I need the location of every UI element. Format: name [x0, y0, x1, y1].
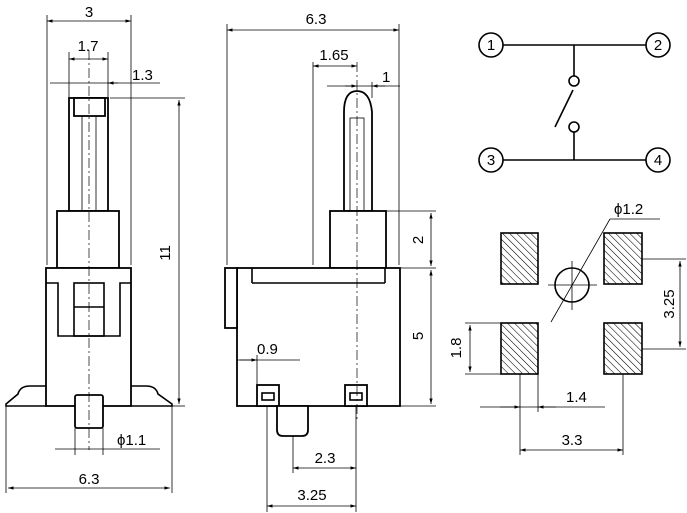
footprint-pad-bottom-right [603, 322, 643, 375]
side-dim-peg: ϕ1.1 [117, 432, 146, 449]
pin-1-label: 1 [487, 37, 495, 54]
side-view: 3 1.7 1.3 11 ϕ1.1 6.3 [5, 4, 185, 493]
front-dim-upper-height: 2 [410, 236, 427, 244]
front-leg-left [256, 384, 280, 407]
pin-2-label: 2 [654, 37, 662, 54]
front-view: 6.3 1.65 1 2 5 0.9 2.3 3.25 [224, 11, 436, 512]
side-dim-tip: 1.3 [132, 67, 153, 84]
side-dim-actuator-width: 1.7 [78, 38, 99, 55]
side-right-lead [131, 385, 173, 407]
schematic-contact-bottom [568, 121, 580, 133]
schematic-contact-top [568, 75, 580, 87]
side-actuator-tip [73, 97, 106, 117]
front-left-flange [224, 267, 238, 329]
side-left-lead [5, 385, 46, 407]
pin-3: 3 [478, 147, 504, 173]
pcb-footprint: ϕ1.2 3.25 1.8 1.4 3.3 [448, 201, 686, 455]
front-locating-peg [276, 405, 309, 437]
front-leg-left-hole [261, 392, 275, 401]
pin-2: 2 [645, 32, 671, 58]
front-dim-body-height: 5 [410, 332, 427, 340]
pin-3-label: 3 [487, 152, 495, 169]
front-dim-tip: 1 [382, 69, 390, 86]
side-window [73, 282, 105, 337]
footprint-dim-pad-height: 1.8 [448, 338, 465, 359]
footprint-pad-bottom-left [500, 322, 539, 375]
front-main-body [236, 267, 401, 407]
front-dim-actuator-width: 1.65 [319, 47, 348, 64]
side-dim-width-top: 3 [85, 4, 93, 21]
schematic-switch-blade [554, 89, 574, 128]
front-actuator [343, 90, 373, 212]
footprint-dim-pad-gap: 1.4 [566, 389, 587, 406]
footprint-dim-pitch-v: 3.25 [661, 289, 678, 318]
footprint-pad-top-right [603, 232, 643, 285]
footprint-hole-leader [550, 218, 611, 323]
front-leg-right [344, 384, 368, 407]
footprint-dim-pitch-h: 3.3 [562, 432, 583, 449]
switch-schematic: 1 2 3 4 [478, 32, 671, 173]
footprint-pad-top-left [500, 232, 539, 285]
pin-4: 4 [645, 147, 671, 173]
front-upper-housing [329, 210, 387, 269]
side-dim-height: 11 [157, 245, 174, 261]
front-dim-width-top: 6.3 [306, 11, 327, 28]
side-dim-width-bottom: 6.3 [79, 471, 100, 488]
front-dim-peg-offset: 2.3 [315, 450, 336, 467]
front-dim-leg-span: 3.25 [297, 487, 326, 504]
front-leg-right-hole [349, 392, 363, 401]
front-dim-leg-width: 0.9 [257, 341, 278, 358]
pin-4-label: 4 [654, 152, 662, 169]
side-upper-housing [56, 210, 120, 269]
pin-1: 1 [478, 32, 504, 58]
side-main-body [45, 267, 132, 407]
footprint-dim-hole: ϕ1.2 [614, 201, 643, 218]
